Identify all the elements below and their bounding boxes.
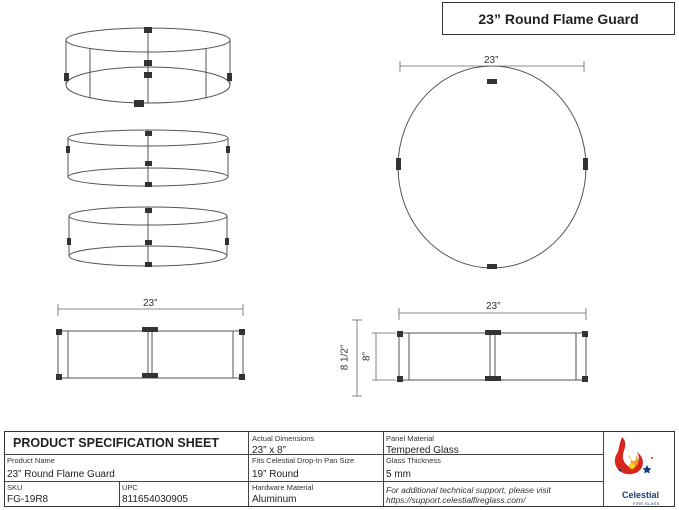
- fits-pan-label: Fits Celestial Drop-In Pan Size: [252, 456, 355, 465]
- spec-heading: PRODUCT SPECIFICATION SHEET: [13, 436, 220, 450]
- celestial-logo-mark: [614, 437, 653, 475]
- front-right-width-label: 23”: [486, 301, 501, 312]
- iso-view-3: [68, 206, 228, 267]
- specification-table: PRODUCT SPECIFICATION SHEET Product Name…: [4, 431, 675, 507]
- panel-material-value: Tempered Glass: [386, 445, 459, 456]
- support-link[interactable]: https://support.celestialfireglass.com/: [386, 495, 526, 505]
- product-name-value: 23” Round Flame Guard: [7, 469, 115, 480]
- actual-dimensions-value: 23” x 8”: [252, 445, 286, 456]
- hardware-material-label: Hardware Material: [252, 483, 314, 492]
- panel-material-label: Panel Material: [386, 434, 434, 443]
- upc-label: UPC: [122, 483, 138, 492]
- hardware-material-value: Aluminum: [252, 494, 297, 505]
- logo-sub: FIRE GLASS: [633, 501, 660, 506]
- front-view-right: [398, 332, 587, 381]
- document-title: 23” Round Flame Guard: [442, 2, 675, 35]
- top-view-width-label: 23”: [484, 55, 499, 66]
- inner-height-label: 8”: [361, 352, 373, 361]
- support-note-line1: For additional technical support, please…: [386, 485, 551, 495]
- front-left-width-label: 23”: [143, 298, 158, 309]
- product-name-label: Product Name: [7, 456, 55, 465]
- dimension-lines: [57, 61, 587, 397]
- fits-pan-value: 19” Round: [252, 469, 299, 480]
- iso-view-2: [67, 129, 229, 187]
- glass-thickness-value: 5 mm: [386, 469, 411, 480]
- outer-height-label: 8 1/2”: [339, 344, 351, 371]
- brackets: [56, 27, 588, 382]
- glass-thickness-label: Glass Thickness: [386, 456, 441, 465]
- sku-label: SKU: [7, 483, 23, 492]
- actual-dimensions-label: Actual Dimensions: [252, 434, 315, 443]
- top-view: [397, 65, 587, 269]
- upc-value: 811654030905: [122, 494, 188, 505]
- support-note: For additional technical support, please…: [386, 485, 551, 505]
- sku-value: FG-19R8: [7, 494, 49, 505]
- front-view-left: [57, 330, 244, 379]
- logo-name: Celestial: [622, 490, 660, 500]
